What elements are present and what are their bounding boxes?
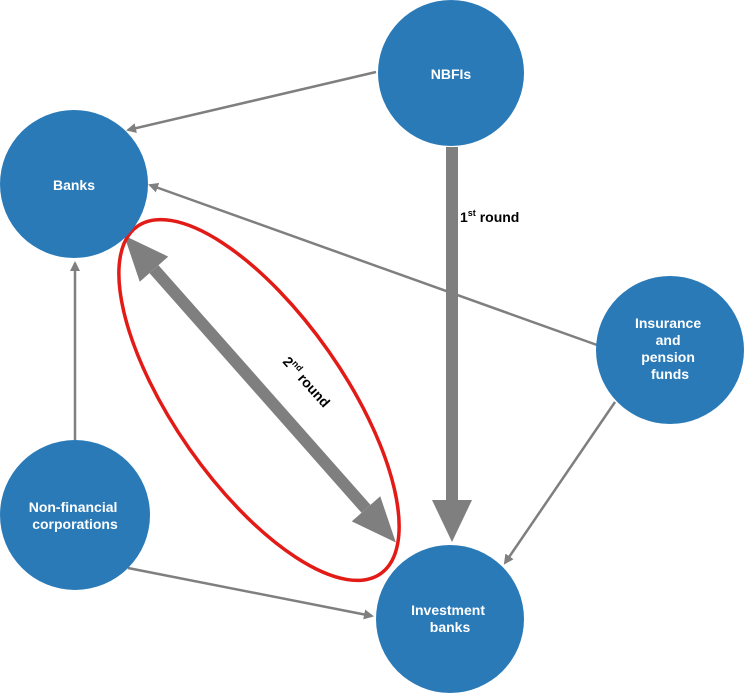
node-insurance: Insurance and pension funds (596, 276, 744, 424)
first-round-arrow (432, 147, 472, 542)
node-nonfinancial-label: Non-financial corporations (29, 499, 122, 532)
node-nbfis: NBFIs (378, 0, 524, 146)
node-investment: Investment banks (376, 545, 524, 693)
second-round-arrow (124, 235, 396, 543)
arrow-insurance-to-investment (503, 401, 617, 565)
first-round-label: 1st round (460, 208, 519, 225)
arrow-insurance-to-banks (148, 182, 598, 347)
arrow-nbfis-to-banks (126, 70, 377, 134)
arrow-nonfinancial-to-investment (127, 566, 374, 620)
node-nonfinancial: Non-financial corporations (0, 440, 150, 590)
node-insurance-label: Insurance and pension funds (635, 315, 705, 382)
node-banks: Banks (0, 110, 148, 258)
second-round-highlight (117, 217, 401, 583)
second-round-label: 2nd round (280, 353, 334, 411)
node-investment-label: Investment banks (411, 602, 489, 635)
node-nbfis-label: NBFIs (431, 66, 472, 82)
node-banks-label: Banks (53, 177, 95, 193)
